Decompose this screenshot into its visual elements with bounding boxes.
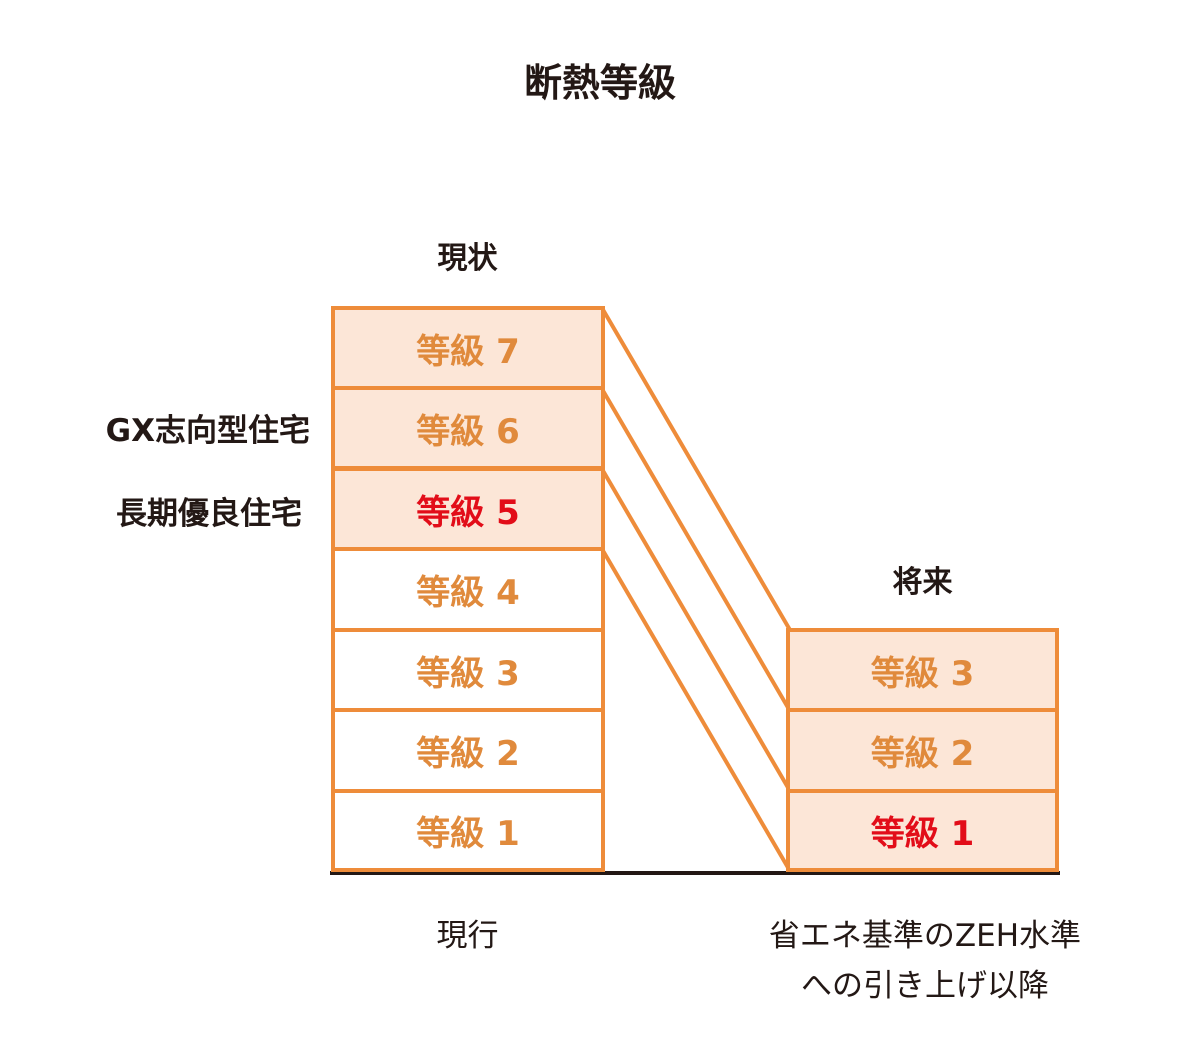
future-footer-line2: への引き上げ以降 <box>801 968 1049 1004</box>
connector-line <box>600 306 792 632</box>
current-level-1: 等級 1 <box>331 789 605 872</box>
current-heading: 現状 <box>437 241 498 276</box>
future-footer-line1: 省エネ基準のZEH水準 <box>768 918 1082 954</box>
current-footer: 現行 <box>436 918 499 954</box>
side-label-long-term: 長期優良住宅 <box>116 496 302 532</box>
current-level-5: 等級 5 <box>331 467 605 551</box>
future-level-1: 等級 1 <box>786 789 1059 872</box>
current-level-4: 等級 4 <box>331 547 605 632</box>
current-level-7: 等級 7 <box>331 306 605 390</box>
diagram-title: 断熱等級 <box>523 61 676 105</box>
connector-line <box>600 387 792 713</box>
current-level-2: 等級 2 <box>331 708 605 793</box>
side-label-gx: GX志向型住宅 <box>105 413 310 449</box>
current-level-6: 等級 6 <box>331 386 605 470</box>
future-level-2: 等級 2 <box>786 708 1059 793</box>
future-level-3: 等級 3 <box>786 628 1059 712</box>
connector-line <box>600 547 792 873</box>
current-level-3: 等級 3 <box>331 628 605 712</box>
connector-line <box>600 467 792 793</box>
future-heading: 将来 <box>892 565 953 600</box>
